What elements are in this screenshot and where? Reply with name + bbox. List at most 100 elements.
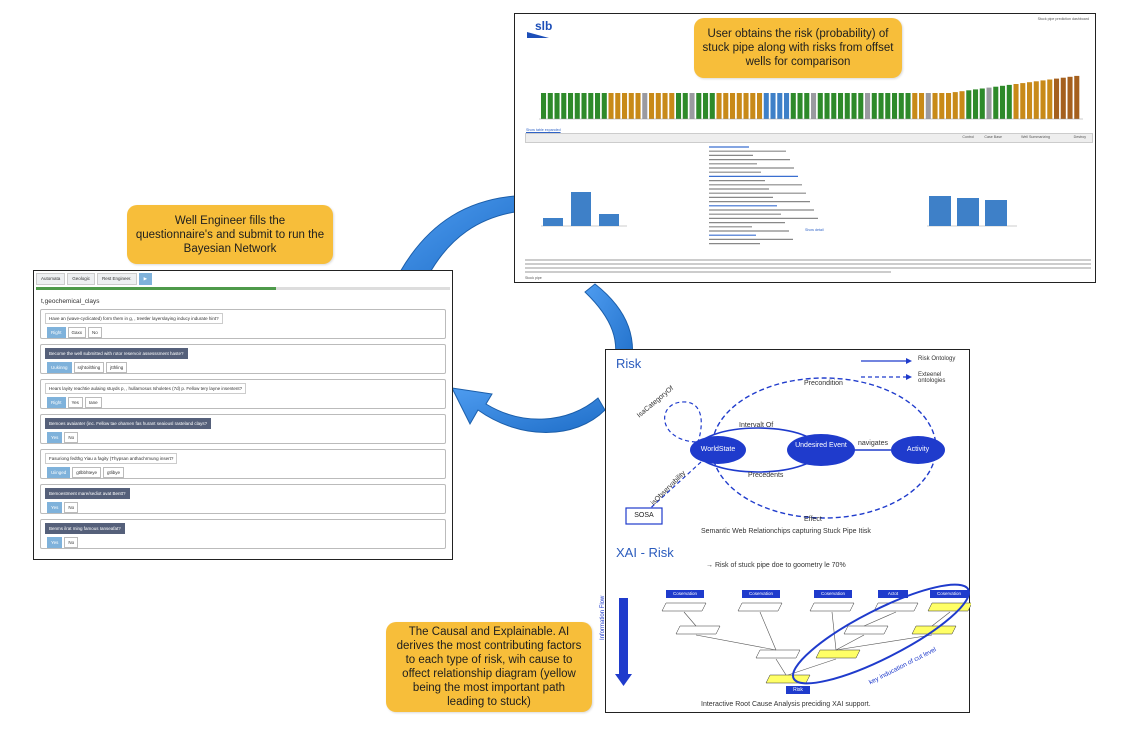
risk-bar (804, 93, 810, 119)
xai-title: XAI - Risk (616, 545, 674, 560)
answer-option[interactable]: No (64, 502, 79, 513)
left-mini-chart (541, 192, 627, 227)
risk-bar (1000, 85, 1006, 119)
risk-bar (574, 93, 580, 119)
answer-option[interactable]: gtlibye (103, 467, 125, 478)
progress-bar (36, 287, 450, 290)
tab-well-engineer[interactable]: Rest Engineer. (97, 273, 137, 285)
risk-bar (703, 93, 709, 119)
answer-option[interactable]: jtthling (106, 362, 128, 373)
edge-precondition: Precondition (804, 380, 843, 387)
question-text: Become the well submitted with rotor res… (45, 348, 188, 359)
risk-bar (689, 93, 695, 119)
answer-option[interactable]: Yes (47, 502, 63, 513)
answer-option[interactable]: Yes (47, 537, 63, 548)
flow-edge (863, 611, 897, 627)
question-card: Fasuriong fedthg Yiau a fagity (Thypsan … (40, 449, 446, 479)
right-mini-chart (927, 196, 1017, 227)
edge-navigates: navigates (858, 440, 888, 447)
risk-bar (993, 86, 999, 119)
answer-option[interactable]: srjhtoilthing (73, 362, 105, 373)
answer-option[interactable]: No (64, 537, 79, 548)
question-text: Bemoestment mare/sediot avat Bentt? (45, 488, 130, 499)
edge-precedents: Precedents (748, 472, 784, 479)
risk-bar (817, 93, 823, 119)
risk-bar (1033, 81, 1039, 119)
flow-edge (759, 611, 777, 651)
tab-next-icon[interactable]: ▶ (138, 273, 153, 285)
risk-bar (770, 93, 776, 119)
answer-option[interactable]: Uukinng (47, 362, 72, 373)
risk-bar (1020, 83, 1026, 119)
engineer-callout: Well Engineer fills the questionnaire's … (127, 205, 333, 264)
risk-bar (541, 93, 547, 119)
risk-bar (979, 88, 985, 119)
header-observation: Coservation (930, 590, 968, 598)
flow-edge (787, 658, 837, 676)
risk-box: Risk (786, 686, 810, 694)
node-sosa: SOSA (634, 512, 654, 519)
risk-bar (588, 93, 594, 119)
risk-bar (709, 93, 715, 119)
risk-bar (716, 93, 722, 119)
edge-intervalof: Intervalt Of (739, 422, 774, 429)
question-card: Bemoes avaianter (inc. Fellow tae ohamen… (40, 414, 446, 444)
show-detail-link[interactable]: Show detail (805, 228, 824, 232)
details-text-block (709, 146, 818, 245)
col-well-summary[interactable]: Well Summarizing (1021, 135, 1050, 139)
answer-option[interactable]: Gaxx (67, 327, 87, 338)
answer-option[interactable]: No (88, 327, 102, 338)
risk-bar (1067, 76, 1073, 119)
causal-callout: The Causal and Explainable. AI derives t… (386, 622, 592, 712)
arrow-arc-bottom (451, 387, 606, 433)
ontology-diagram (615, 358, 971, 686)
node-undesired-event: Undesired Event (795, 442, 847, 449)
answer-option[interactable]: gtlbbhteye (72, 467, 102, 478)
answer-option[interactable]: Iane (84, 397, 102, 408)
risk-bar (811, 93, 817, 119)
risk-bar (581, 93, 587, 119)
risk-bar (898, 93, 904, 119)
flow-node (809, 602, 855, 612)
table-header-bar: Control Case Base Well Summarizing Destr… (525, 133, 1093, 143)
risk-bar (662, 93, 668, 119)
information-flow-label: Information Flow (600, 595, 606, 640)
risk-bar (939, 93, 945, 119)
answer-option[interactable]: Uiinged (47, 467, 71, 478)
answer-option[interactable]: No (64, 432, 79, 443)
risk-bar (547, 93, 553, 119)
risk-bar (797, 93, 803, 119)
risk-bar (622, 93, 628, 119)
flow-node (737, 602, 783, 612)
ontology-xai-panel: Risk Risk Ontology Exteenel ontologies P… (600, 349, 971, 713)
col-destroy[interactable]: Destroy (1073, 135, 1086, 139)
answer-option[interactable]: Yes (67, 397, 83, 408)
col-control[interactable]: Control (962, 135, 974, 139)
risk-bar (1060, 77, 1066, 119)
risk-bar (743, 93, 749, 119)
slb-logo: slb (527, 19, 552, 38)
risk-bar (1054, 78, 1060, 119)
risk-bar (865, 93, 871, 119)
risk-bar (561, 93, 567, 119)
risk-bar (871, 93, 877, 119)
show-table-link[interactable]: Show table expanded (526, 128, 561, 132)
question-card: Hears layity reachtie aulaing stuyds p, … (40, 379, 446, 409)
risk-bar (1006, 84, 1012, 119)
xai-subtitle: → Risk of stuck pipe doe to goometry le … (706, 562, 846, 569)
risk-bar (628, 93, 634, 119)
answer-option[interactable]: Right (47, 327, 66, 338)
tab-automata[interactable]: Automata (36, 273, 66, 285)
question-text: Fasuriong fedthg Yiau a fagity (Thypsan … (45, 453, 178, 464)
tab-geologic[interactable]: Geologic (67, 273, 96, 285)
ontology-caption: Semantic Web Relationchips capturing Stu… (701, 528, 871, 535)
risk-bar (750, 93, 756, 119)
risk-bar (838, 93, 844, 119)
risk-bar (1013, 84, 1019, 119)
col-case-base[interactable]: Case Base (984, 135, 1002, 139)
answer-option[interactable]: Right (47, 397, 66, 408)
answer-option[interactable]: Yes (47, 432, 63, 443)
risk-bar (973, 89, 979, 119)
questionnaire-tabs: Automata Geologic Rest Engineer. ▶ (36, 273, 153, 285)
flow-node (661, 602, 707, 612)
